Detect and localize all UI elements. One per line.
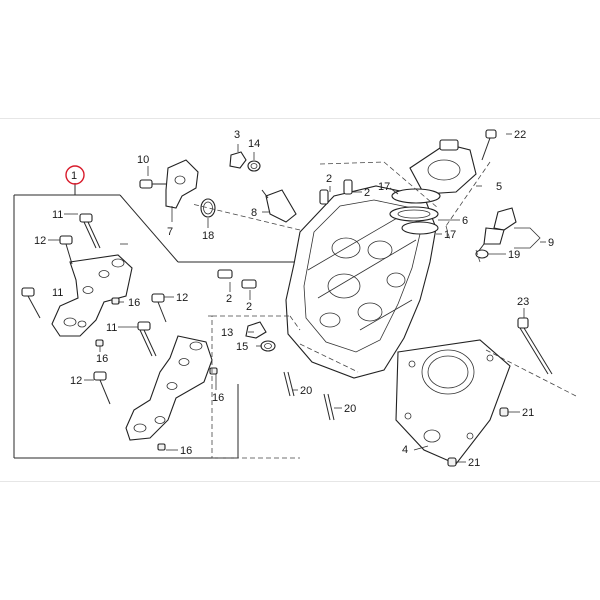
callout-16-d: 16 <box>180 445 192 457</box>
thermostat-cover <box>389 129 497 235</box>
callout-20-b: 20 <box>344 403 356 415</box>
callout-3: 3 <box>234 129 240 141</box>
callout-13: 13 <box>221 327 233 339</box>
callout-8: 8 <box>251 207 257 219</box>
part-1-highlight-circle <box>65 165 85 185</box>
callout-4: 4 <box>402 444 408 456</box>
callout-16-c: 16 <box>212 392 224 404</box>
callout-14: 14 <box>248 138 260 150</box>
alignment-dashed-lines <box>191 161 577 459</box>
callout-21-a: 21 <box>522 407 534 419</box>
callout-7: 7 <box>167 226 173 238</box>
spark-plug-assembly <box>229 151 297 223</box>
callout-15: 15 <box>236 341 248 353</box>
callout-leaders <box>48 133 546 463</box>
callout-19: 19 <box>508 249 520 261</box>
subassembly-group-outline <box>13 183 300 459</box>
callout-2-b: 2 <box>364 187 370 199</box>
callout-16-b: 16 <box>96 353 108 365</box>
callout-2-c: 2 <box>226 293 232 305</box>
callout-6: 6 <box>462 215 468 227</box>
callout-10: 10 <box>137 154 149 166</box>
callout-16-a: 16 <box>128 297 140 309</box>
callout-2-a: 2 <box>326 173 332 185</box>
callout-5: 5 <box>496 181 502 193</box>
callout-1: 1 <box>71 170 77 182</box>
callout-11-c: 11 <box>106 322 117 334</box>
callout-labels: 1 11 12 11 16 16 12 11 12 16 16 10 7 18 … <box>34 129 554 469</box>
camshaft-holder-lower <box>125 335 213 441</box>
callout-2-d: 2 <box>246 301 252 313</box>
camshaft-holder-upper <box>51 254 133 337</box>
bolts-subassembly <box>21 213 218 451</box>
callout-20-a: 20 <box>300 385 312 397</box>
callout-12-a: 12 <box>34 235 46 247</box>
studs-and-bolts <box>245 317 553 467</box>
callout-12-c: 12 <box>70 375 82 387</box>
callout-11-b: 11 <box>52 287 63 299</box>
callout-17-b: 17 <box>444 229 456 241</box>
temperature-sensor <box>475 207 517 259</box>
callout-11-a: 11 <box>52 209 63 221</box>
callout-12-b: 12 <box>176 292 188 304</box>
callout-17-a: 17 <box>378 181 390 193</box>
sensor-assembly <box>139 159 216 218</box>
head-gasket <box>395 339 511 465</box>
callout-18: 18 <box>202 230 214 242</box>
dowel-pins <box>217 179 353 289</box>
callout-9: 9 <box>548 237 554 249</box>
callout-21-b: 21 <box>468 457 480 469</box>
callout-22: 22 <box>514 129 526 141</box>
callout-23: 23 <box>517 296 529 308</box>
